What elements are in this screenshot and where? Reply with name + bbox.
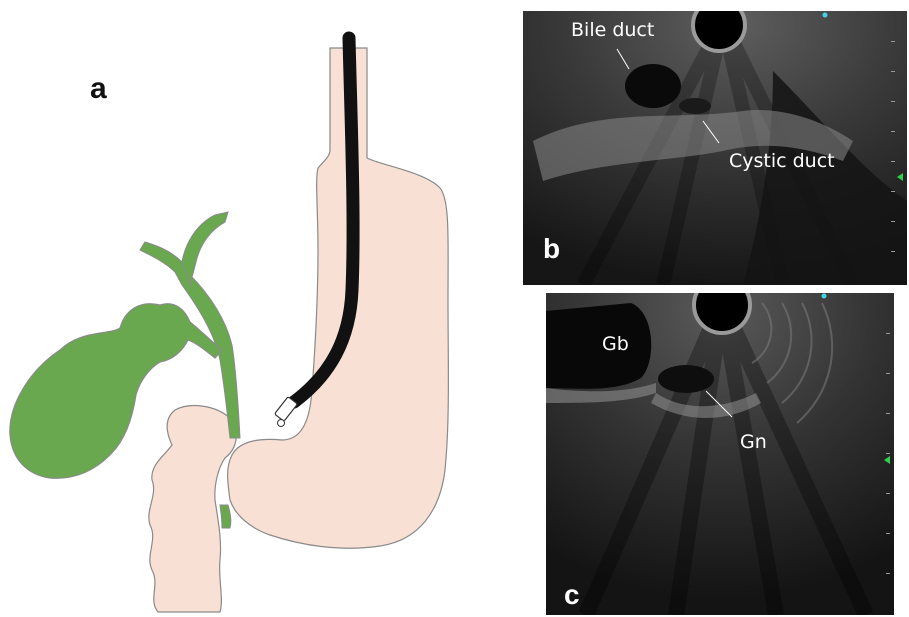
- anatomy-illustration-panel: a: [0, 0, 500, 617]
- endoscope-probe: [278, 420, 285, 427]
- hepatic-duct-branch: [182, 212, 228, 285]
- panel-c-letter: c: [564, 579, 580, 611]
- ultrasound-image-b: [523, 11, 907, 285]
- gb-label: Gb: [602, 333, 629, 355]
- anatomy-drawing: [0, 0, 500, 617]
- cystic-duct-label: Cystic duct: [729, 150, 835, 172]
- ultrasound-image-c: [546, 293, 894, 615]
- bile-duct-label: Bile duct: [571, 19, 654, 41]
- stomach: [228, 48, 449, 548]
- distal-duct: [220, 505, 231, 528]
- panel-b-letter: b: [543, 233, 560, 265]
- gn-lesion: [658, 365, 714, 393]
- bile-duct-lumen: [625, 64, 681, 108]
- gn-label: Gn: [740, 431, 767, 453]
- ultrasound-panel-c: Gb Gn c: [546, 293, 894, 615]
- ultrasound-panel-b: Bile duct Cystic duct b: [523, 11, 907, 285]
- cyan-marker: [823, 13, 828, 18]
- cystic-duct-lumen: [679, 98, 711, 114]
- cyan-marker-c: [822, 294, 827, 299]
- gallbladder-lumen: [546, 303, 651, 389]
- panel-a-letter: a: [90, 72, 107, 106]
